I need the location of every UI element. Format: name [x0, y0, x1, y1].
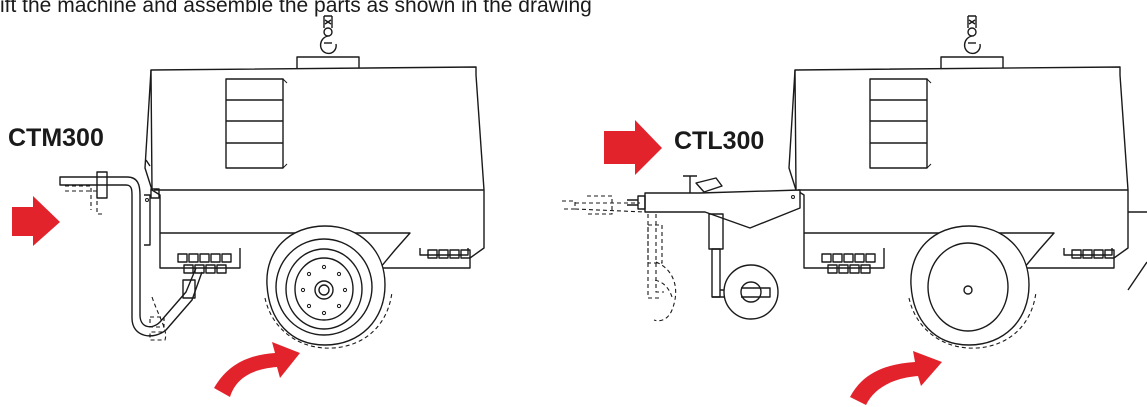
curved-red-arrow-icon	[850, 351, 942, 405]
vent-grille-right	[821, 253, 876, 274]
tow-bar	[59, 171, 203, 341]
curved-red-arrow-icon	[214, 342, 300, 397]
machine-ctm300	[59, 15, 485, 349]
red-arrow-icon	[604, 120, 662, 175]
model-label-ctm300: CTM300	[8, 124, 104, 152]
machine-ctl300	[562, 15, 1147, 349]
crane-hook-icon	[319, 15, 337, 55]
louver-panel-right	[869, 78, 932, 169]
crane-hook-icon	[963, 15, 981, 55]
canopy-right	[794, 66, 1129, 269]
wheel-right	[908, 225, 1037, 349]
louver-panel	[225, 78, 288, 169]
drawbar	[562, 175, 801, 322]
wheel	[264, 225, 393, 349]
canopy	[150, 66, 485, 269]
instruction-caption: ift the machine and assemble the parts a…	[0, 0, 592, 17]
model-label-ctl300: CTL300	[674, 127, 765, 155]
red-arrow-icon	[12, 196, 60, 246]
vent-grille	[177, 253, 232, 274]
